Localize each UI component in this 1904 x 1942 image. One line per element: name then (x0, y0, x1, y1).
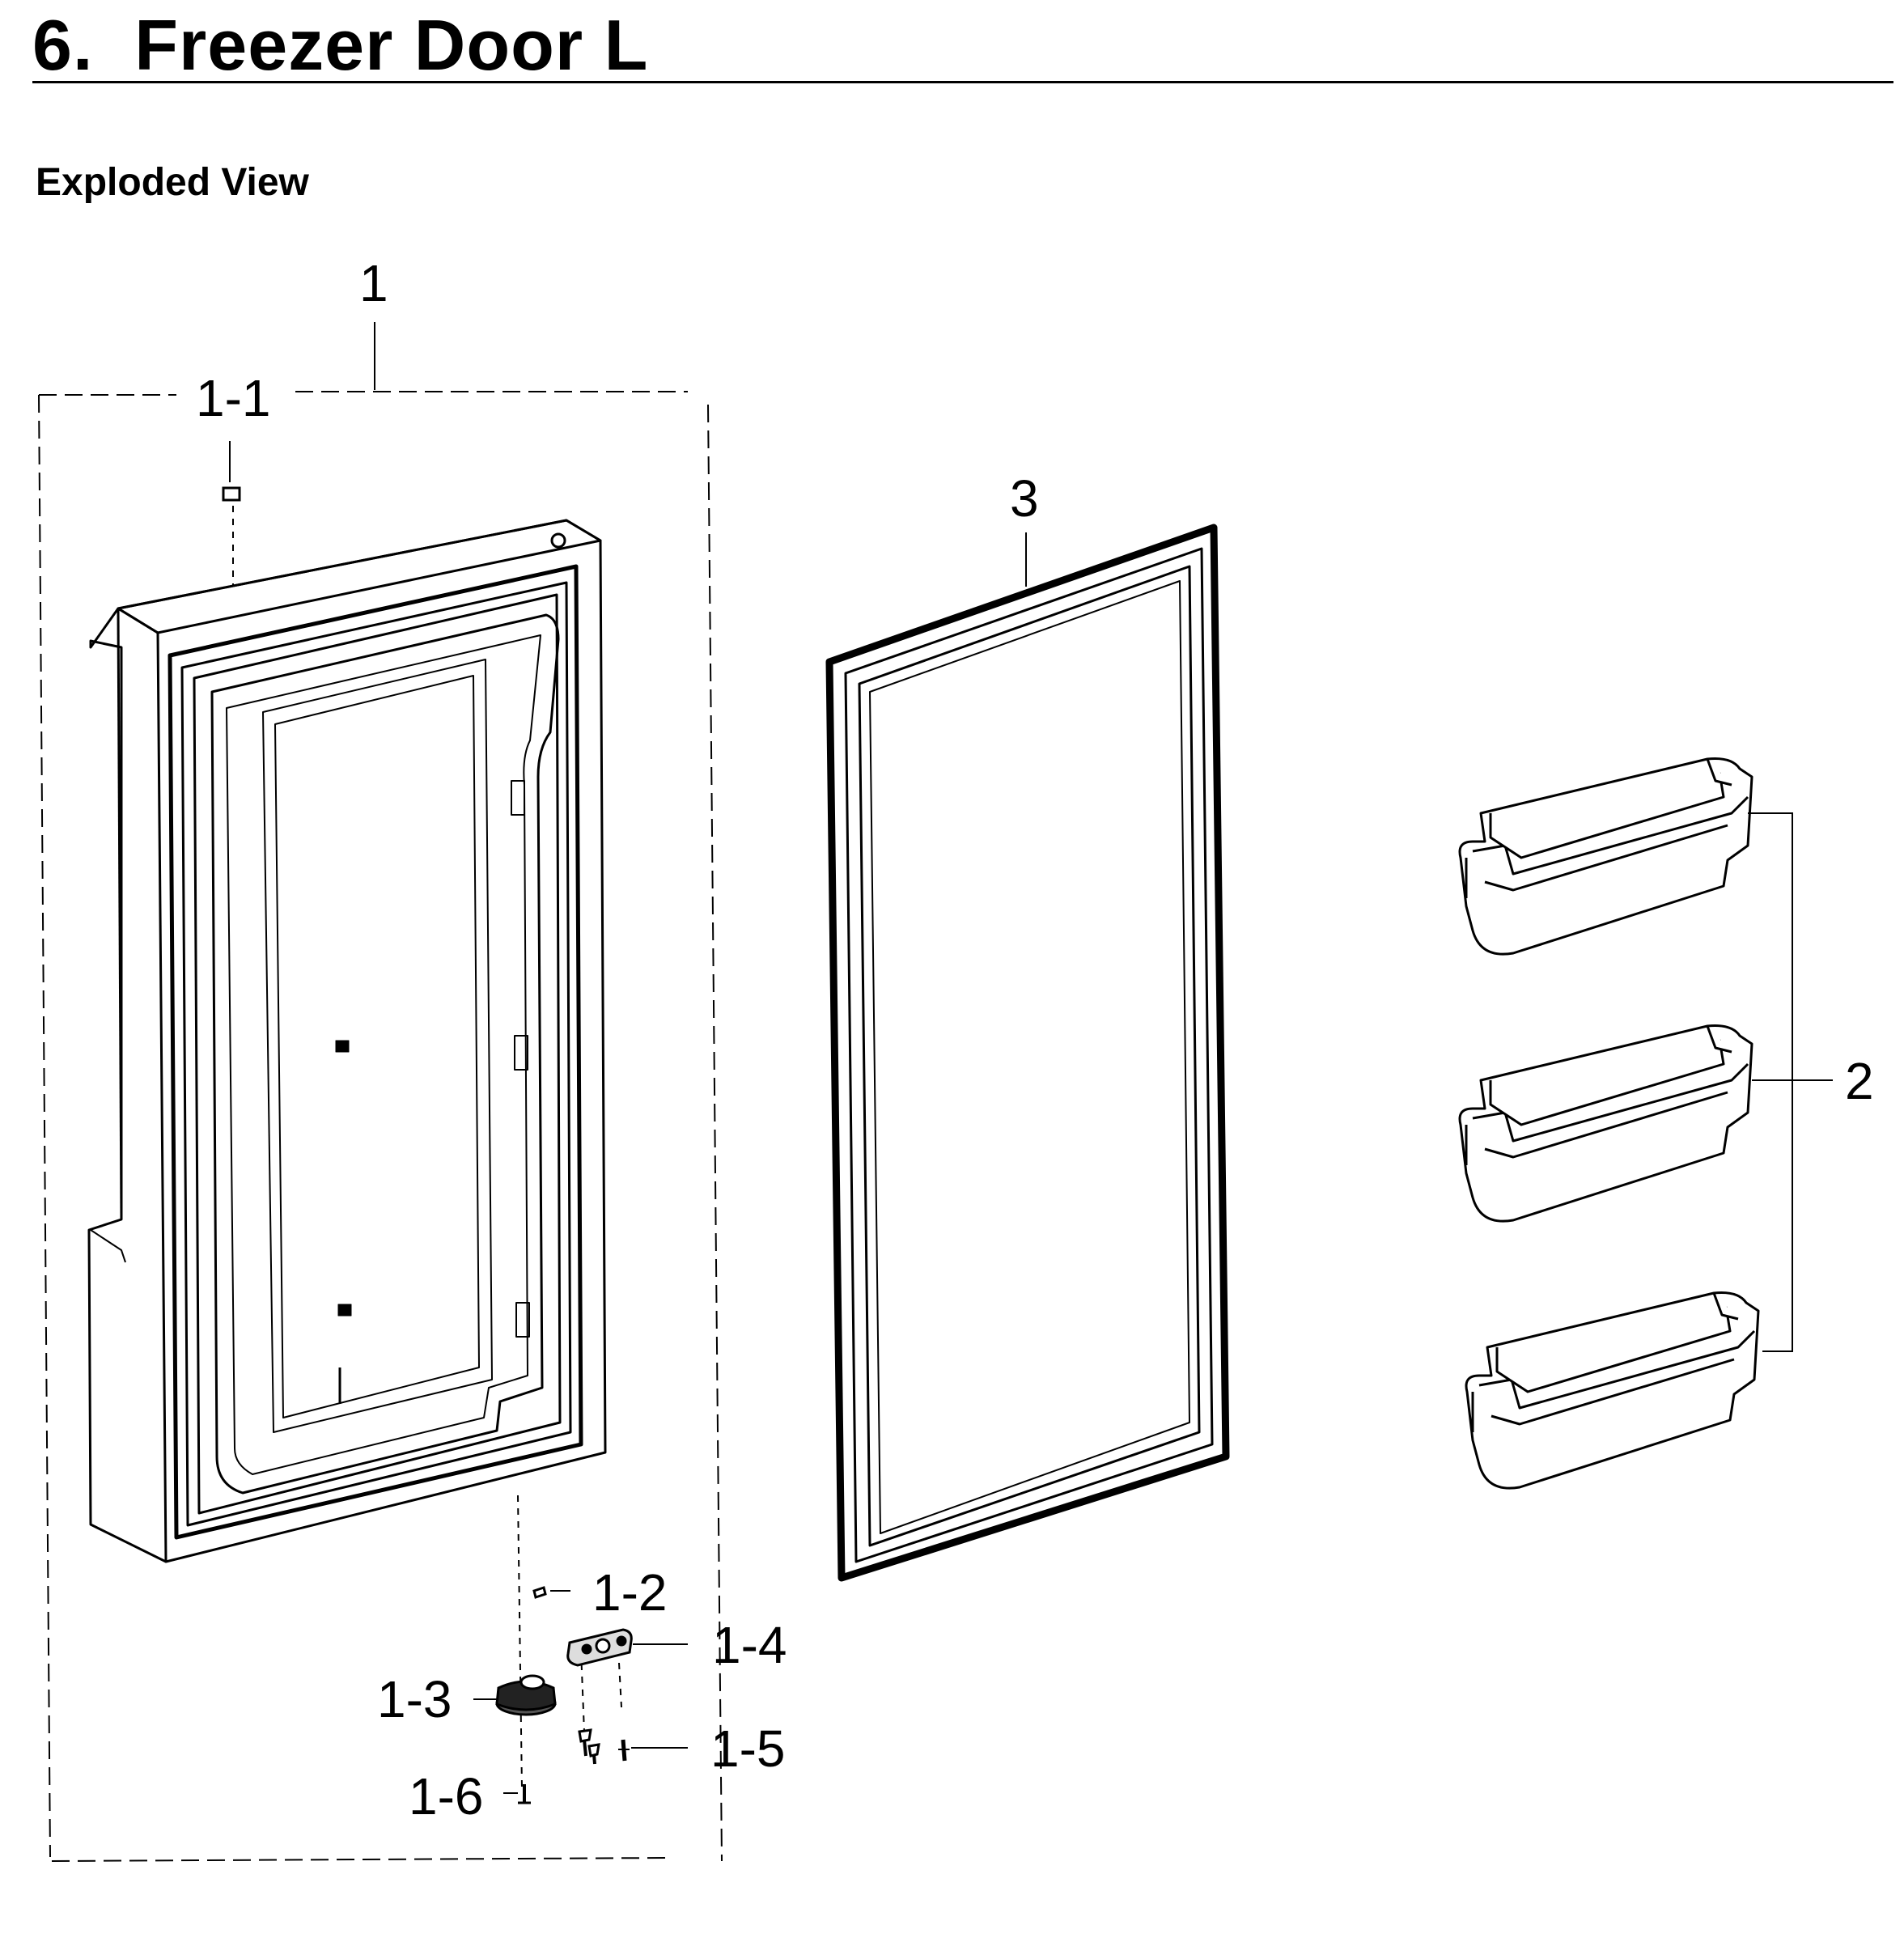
callout-2: 2 (1845, 1052, 1874, 1110)
callout-1: 1 (359, 254, 388, 312)
callout-1-2: 1-2 (592, 1563, 668, 1622)
screw-icon (578, 1728, 688, 1765)
callout-1-3: 1-3 (377, 1670, 452, 1728)
callout-1-4: 1-4 (712, 1616, 787, 1674)
hinge-plate-icon (566, 1628, 688, 1667)
gasket-icon (825, 524, 1230, 1582)
callout-3: 3 (1010, 469, 1039, 528)
door-guard-icon-2 (1458, 1024, 1753, 1223)
callout-1-1: 1-1 (196, 369, 271, 427)
leader-guards (1748, 812, 1833, 1352)
callout-1-6: 1-6 (409, 1767, 484, 1825)
page-title: 6. Freezer Door L (32, 5, 649, 85)
hinge-axis-line-3 (618, 1662, 622, 1708)
screw-icon-bottom (503, 1784, 531, 1804)
hinge-axis-line (517, 1495, 523, 1789)
pin-icon (532, 1586, 570, 1599)
door-guard-icon-1 (1458, 757, 1753, 956)
callout-1-5: 1-5 (710, 1719, 786, 1778)
section-heading: Exploded View (36, 161, 309, 204)
hinge-cam-icon (473, 1674, 557, 1716)
door-shell-icon (87, 519, 607, 1563)
title-divider (32, 81, 1893, 83)
door-assembly-dashed-box (38, 391, 723, 1862)
door-guard-icon-3 (1465, 1291, 1760, 1490)
